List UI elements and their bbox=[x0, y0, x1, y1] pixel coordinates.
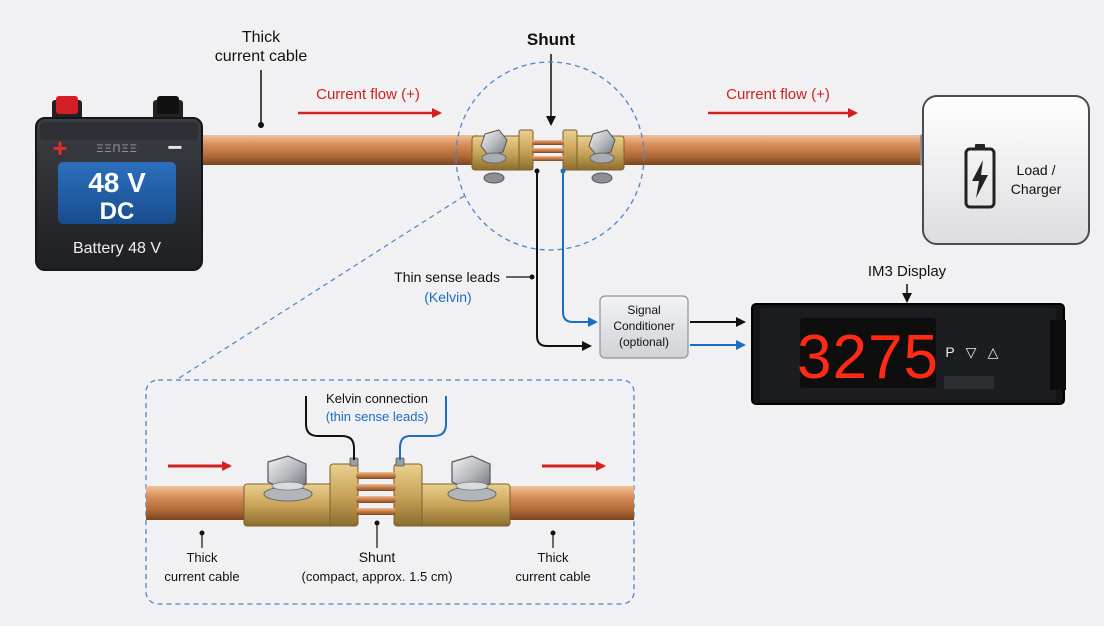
detail-right-cable-line1: Thick bbox=[537, 550, 569, 565]
display-key-up: △ bbox=[988, 344, 999, 360]
zoom-circle bbox=[455, 61, 645, 251]
shunt-title: Shunt bbox=[527, 30, 575, 49]
thick-cable-top-line1: Thick bbox=[242, 29, 281, 46]
current-flow-right-label: Current flow (+) bbox=[726, 86, 830, 103]
signal-conditioner-line3: (optional) bbox=[619, 335, 669, 349]
display-title: IM3 Display bbox=[868, 263, 947, 280]
zoom-connector bbox=[175, 195, 465, 381]
thick-cable-top-line2: current cable bbox=[215, 48, 308, 65]
detail-left-cable-label: Thick current cable bbox=[164, 530, 240, 584]
signal-conditioner-line2: Conditioner bbox=[613, 319, 674, 333]
load-line2: Charger bbox=[1011, 181, 1062, 197]
battery-charging-icon bbox=[964, 144, 996, 209]
black-sense-lead bbox=[536, 170, 592, 351]
battery-minus-sign: − bbox=[167, 132, 182, 162]
hex-bolt-icon bbox=[588, 129, 616, 184]
battery: + − ΞΞΠΞΞ 48 V DC Battery 48 V bbox=[35, 96, 203, 271]
battery-voltage: 48 V bbox=[88, 167, 146, 198]
detail-right-cable-line2: current cable bbox=[515, 569, 590, 584]
current-flow-right: Current flow (+) bbox=[708, 86, 858, 118]
kelvin-connection-title: Kelvin connection bbox=[326, 391, 428, 406]
main-cable bbox=[196, 134, 932, 166]
top-shunt bbox=[471, 129, 625, 184]
battery-plus-sign: + bbox=[52, 133, 67, 163]
kelvin-text: (Kelvin) bbox=[424, 289, 471, 305]
hex-bolt-icon bbox=[447, 455, 497, 502]
display-reading: 3275 bbox=[797, 323, 939, 392]
signal-conditioner: Signal Conditioner (optional) bbox=[599, 295, 689, 359]
battery-dc: DC bbox=[100, 198, 135, 225]
detail-cable bbox=[146, 486, 634, 520]
current-flow-left-label: Current flow (+) bbox=[316, 86, 420, 103]
negative-terminal bbox=[157, 96, 179, 114]
blue-sense-lead bbox=[562, 170, 598, 327]
positive-terminal bbox=[56, 96, 78, 114]
detail-shunt-title: Shunt bbox=[359, 549, 396, 565]
detail-black-lead bbox=[305, 396, 355, 460]
thick-cable-top-label: Thick current cable bbox=[215, 29, 308, 128]
detail-kelvin-leads bbox=[305, 396, 447, 460]
detail-left-cable-line2: current cable bbox=[164, 569, 239, 584]
detail-shunt-label: Shunt (compact, approx. 1.5 cm) bbox=[302, 520, 453, 584]
detail-left-cable-line1: Thick bbox=[186, 550, 218, 565]
load-charger: Load / Charger bbox=[922, 95, 1090, 245]
battery-label-panel bbox=[58, 162, 176, 224]
signal-conditioner-line1: Signal bbox=[627, 303, 660, 317]
battery-brand: ΞΞΠΞΞ bbox=[96, 143, 138, 155]
im3-display: 3275 P ▽ △ bbox=[751, 303, 1066, 405]
battery-caption: Battery 48 V bbox=[73, 240, 161, 257]
hex-bolt-icon bbox=[480, 129, 508, 184]
detail-shunt-sub: (compact, approx. 1.5 cm) bbox=[302, 569, 453, 584]
hex-bolt-icon bbox=[263, 455, 313, 502]
sense-leads bbox=[534, 168, 598, 351]
sense-leads-text: Thin sense leads bbox=[394, 269, 500, 285]
kelvin-connection-sub: (thin sense leads) bbox=[326, 409, 429, 424]
display-key-p: P bbox=[945, 344, 954, 360]
sense-leads-label: Thin sense leads (Kelvin) bbox=[394, 269, 535, 305]
current-flow-left: Current flow (+) bbox=[298, 86, 442, 118]
detail-shunt bbox=[243, 455, 511, 527]
display-key-down: ▽ bbox=[966, 344, 977, 360]
detail-blue-lead bbox=[399, 396, 447, 460]
detail-right-cable-label: Thick current cable bbox=[515, 530, 591, 584]
load-line1: Load / bbox=[1017, 162, 1056, 178]
